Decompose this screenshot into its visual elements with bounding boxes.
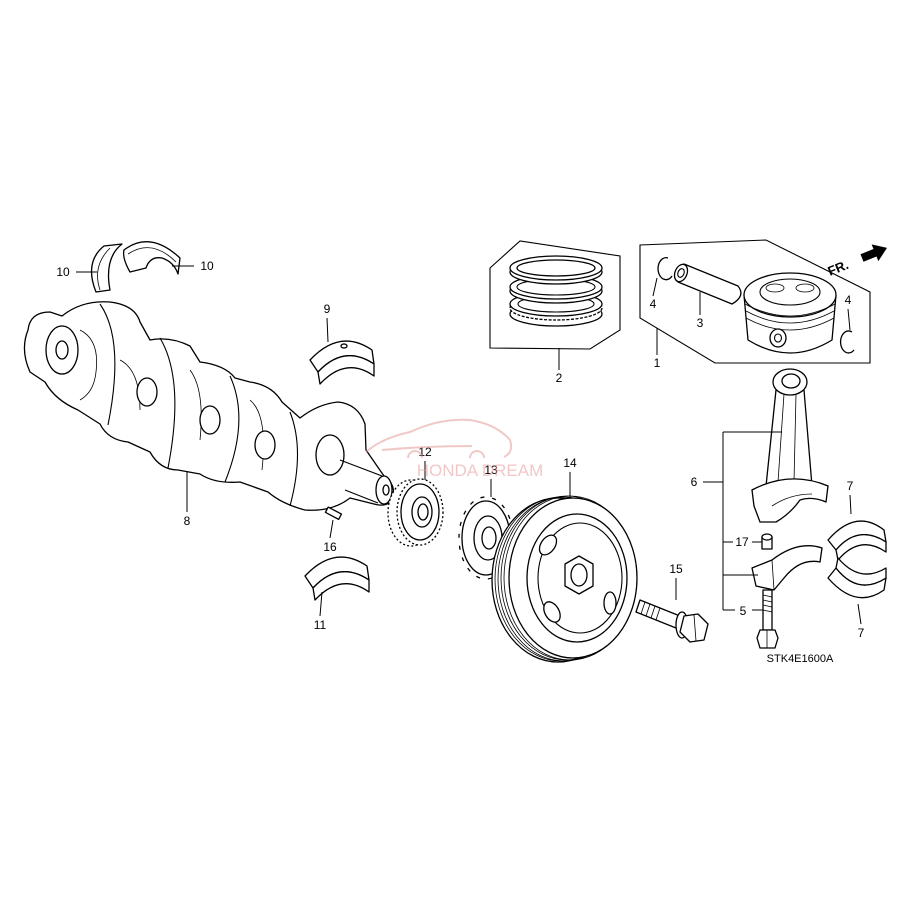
leader-line-7-bottom xyxy=(857,603,862,625)
leader-line-9 xyxy=(326,317,329,343)
thrust-washer-left xyxy=(90,243,123,293)
front-arrow-icon xyxy=(860,244,888,262)
piston-assembly xyxy=(639,239,871,364)
callout-4-left: 4 xyxy=(650,297,657,311)
callout-1: 1 xyxy=(654,356,661,370)
callout-16: 16 xyxy=(323,540,337,554)
piston-pin-clip-left xyxy=(657,257,673,281)
knock-pin xyxy=(761,533,773,550)
front-direction-label: FR. xyxy=(826,257,851,279)
connecting-rod-bolt xyxy=(756,589,779,649)
callout-10-right: 10 xyxy=(200,259,214,273)
callout-7-top: 7 xyxy=(847,479,854,493)
rod-bearing-upper xyxy=(827,520,887,561)
watermark-car-icon xyxy=(365,418,513,459)
callout-6: 6 xyxy=(691,475,698,489)
thrust-washer-right xyxy=(122,241,181,275)
leader-line-11 xyxy=(319,591,323,617)
front-direction-indicator: FR. xyxy=(826,244,888,279)
con-rod-group-bracket xyxy=(722,431,782,611)
callout-2: 2 xyxy=(556,371,563,385)
leader-line-7-top xyxy=(849,494,852,515)
watermark-text: HONDA DREAM xyxy=(417,461,544,480)
callout-13: 13 xyxy=(484,463,498,477)
piston-ring-set xyxy=(489,240,621,350)
pulley-bolt xyxy=(635,599,709,643)
callout-8: 8 xyxy=(184,514,191,528)
piston-pin xyxy=(673,263,742,305)
crankshaft xyxy=(23,301,395,511)
main-bearing-lower xyxy=(304,556,370,601)
callout-7-bottom: 7 xyxy=(858,626,865,640)
crankshaft-pulley xyxy=(491,495,638,663)
crank-key xyxy=(324,506,343,521)
rod-bearing-lower xyxy=(827,557,887,599)
top-ring xyxy=(509,255,603,285)
callout-15: 15 xyxy=(669,562,683,576)
connecting-rod-cap xyxy=(751,545,823,591)
callout-10-left: 10 xyxy=(56,265,70,279)
callout-9: 9 xyxy=(324,302,331,316)
watermark: HONDA DREAM xyxy=(365,418,544,480)
diagram-code: STK4E1600A xyxy=(767,653,834,665)
leader-line-16 xyxy=(329,519,334,539)
leader-line-4-left xyxy=(652,277,658,297)
connecting-rod xyxy=(751,368,829,523)
main-bearing-upper xyxy=(309,340,375,385)
callout-3: 3 xyxy=(697,316,704,330)
callout-14: 14 xyxy=(563,456,577,470)
callout-11: 11 xyxy=(314,618,327,632)
piston xyxy=(743,272,837,354)
callout-4-right: 4 xyxy=(845,293,852,307)
crank-timing-gear xyxy=(387,478,444,547)
leader-line-4-right xyxy=(847,308,851,331)
callout-17: 17 xyxy=(735,535,749,549)
callout-5: 5 xyxy=(740,604,747,618)
piston-pin-clip-right xyxy=(839,330,855,354)
